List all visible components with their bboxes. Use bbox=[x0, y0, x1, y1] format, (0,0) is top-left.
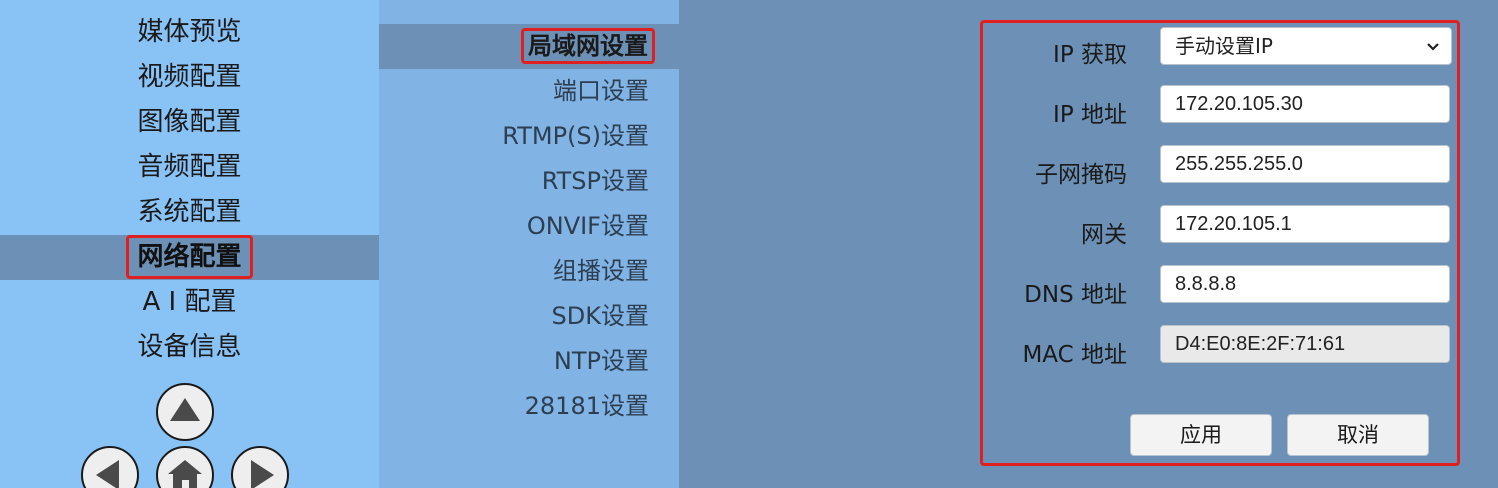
lan-settings-form: IP 获取 手动设置IP IP 地址 172.20.105.30 子网掩码 25… bbox=[980, 20, 1460, 466]
up-arrow-icon bbox=[170, 398, 200, 421]
left-arrow-icon bbox=[96, 460, 119, 488]
menu-item-label: 设备信息 bbox=[137, 332, 242, 362]
mac-label: MAC 地址 bbox=[1022, 342, 1127, 368]
menu-item-system-config[interactable]: 系统配置 bbox=[0, 190, 379, 235]
sub-item-rtmp-settings[interactable]: RTMP(S)设置 bbox=[379, 114, 679, 159]
menu-item-label: A I 配置 bbox=[142, 287, 237, 317]
sub-item-label: 端口设置 bbox=[553, 77, 649, 105]
menu-item-image-config[interactable]: 图像配置 bbox=[0, 100, 379, 145]
sub-item-sdk-settings[interactable]: SDK设置 bbox=[379, 294, 679, 339]
sub-item-label: 28181设置 bbox=[524, 392, 649, 420]
dns-label: DNS 地址 bbox=[1024, 282, 1127, 308]
sub-item-multicast-settings[interactable]: 组播设置 bbox=[379, 249, 679, 294]
ptz-home-button[interactable] bbox=[156, 446, 214, 488]
sub-item-label: 局域网设置 bbox=[521, 28, 655, 64]
menu-item-video-config[interactable]: 视频配置 bbox=[0, 55, 379, 100]
subnet-mask-label: 子网掩码 bbox=[1035, 162, 1127, 188]
sub-item-label: RTSP设置 bbox=[541, 167, 649, 195]
menu-item-label: 网络配置 bbox=[126, 235, 253, 279]
ip-address-input[interactable]: 172.20.105.30 bbox=[1160, 85, 1450, 123]
menu-item-label: 视频配置 bbox=[137, 62, 242, 92]
menu-item-network-config[interactable]: 网络配置 bbox=[0, 235, 379, 280]
gateway-input[interactable]: 172.20.105.1 bbox=[1160, 205, 1450, 243]
right-arrow-icon bbox=[251, 460, 274, 488]
menu-item-audio-config[interactable]: 音频配置 bbox=[0, 145, 379, 190]
subnet-mask-input[interactable]: 255.255.255.0 bbox=[1160, 145, 1450, 183]
sub-item-label: 组播设置 bbox=[553, 257, 649, 285]
mac-field: D4:E0:8E:2F:71:61 bbox=[1160, 325, 1450, 363]
menu-item-label: 音频配置 bbox=[137, 152, 242, 182]
menu-item-label: 媒体预览 bbox=[137, 17, 242, 47]
home-icon bbox=[168, 460, 202, 488]
menu-item-label: 系统配置 bbox=[137, 197, 242, 227]
apply-button[interactable]: 应用 bbox=[1130, 414, 1272, 456]
sub-item-label: ONVIF设置 bbox=[526, 212, 649, 240]
cancel-button[interactable]: 取消 bbox=[1287, 414, 1429, 456]
menu-item-device-info[interactable]: 设备信息 bbox=[0, 325, 379, 370]
ptz-left-button[interactable] bbox=[81, 446, 139, 488]
ptz-up-button[interactable] bbox=[156, 383, 214, 441]
ptz-right-button[interactable] bbox=[231, 446, 289, 488]
ip-mode-value: 手动设置IP bbox=[1175, 34, 1273, 58]
ip-address-label: IP 地址 bbox=[1053, 102, 1127, 128]
main-menu: 媒体预览 视频配置 图像配置 音频配置 系统配置 网络配置 A I 配置 设备信… bbox=[0, 0, 379, 488]
sub-item-rtsp-settings[interactable]: RTSP设置 bbox=[379, 159, 679, 204]
sub-item-onvif-settings[interactable]: ONVIF设置 bbox=[379, 204, 679, 249]
gateway-label: 网关 bbox=[1081, 222, 1127, 248]
sub-item-label: SDK设置 bbox=[551, 302, 649, 330]
sub-item-ntp-settings[interactable]: NTP设置 bbox=[379, 339, 679, 384]
sub-item-lan-settings[interactable]: 局域网设置 bbox=[379, 24, 679, 69]
menu-item-media-preview[interactable]: 媒体预览 bbox=[0, 10, 379, 55]
menu-item-ai-config[interactable]: A I 配置 bbox=[0, 280, 379, 325]
menu-item-label: 图像配置 bbox=[137, 107, 242, 137]
ip-mode-label: IP 获取 bbox=[1053, 42, 1127, 68]
sub-item-label: RTMP(S)设置 bbox=[502, 122, 649, 150]
sub-item-gb28181-settings[interactable]: 28181设置 bbox=[379, 384, 679, 429]
ip-mode-select[interactable]: 手动设置IP bbox=[1160, 27, 1452, 65]
dns-input[interactable]: 8.8.8.8 bbox=[1160, 265, 1450, 303]
sub-item-port-settings[interactable]: 端口设置 bbox=[379, 69, 679, 114]
network-sub-menu: 局域网设置 端口设置 RTMP(S)设置 RTSP设置 ONVIF设置 组播设置… bbox=[379, 0, 679, 488]
chevron-down-icon bbox=[1427, 43, 1439, 51]
sub-item-label: NTP设置 bbox=[553, 347, 649, 375]
